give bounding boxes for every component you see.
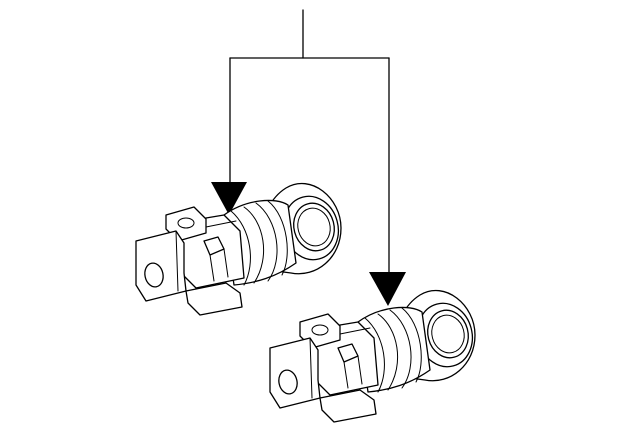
leader-arrow-icon: [369, 272, 406, 306]
parking-sensor-icon: [269, 289, 481, 423]
parking-sensor-icon: [135, 182, 347, 316]
leader-lines: [211, 9, 406, 306]
leader-arrow-icon: [211, 182, 247, 215]
